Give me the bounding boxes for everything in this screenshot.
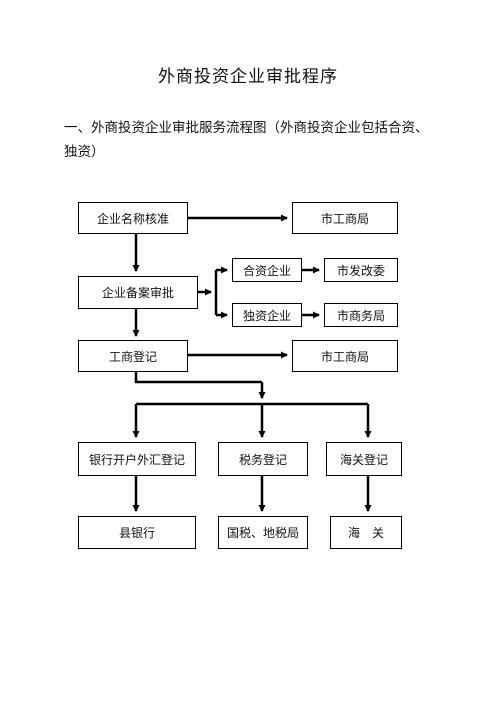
node-filing-review: 企业备案审批 (78, 276, 198, 309)
node-commerce-bureau: 市商务局 (324, 303, 398, 327)
node-sole-venture: 独资企业 (232, 303, 302, 327)
node-customs: 海 关 (330, 516, 402, 549)
node-bank-forex: 银行开户外汇登记 (78, 442, 196, 476)
node-customs-registration: 海关登记 (326, 442, 402, 476)
node-county-bank: 县银行 (78, 516, 196, 549)
node-tax-bureaus: 国税、地税局 (218, 516, 308, 549)
section-heading: 一、外商投资企业审批服务流程图（外商投资企业包括合资、独资） (64, 120, 429, 160)
node-aic-top: 市工商局 (292, 202, 398, 234)
node-ndrc: 市发改委 (324, 258, 398, 282)
node-tax-registration: 税务登记 (218, 442, 308, 476)
node-aic-mid: 市工商局 (292, 340, 398, 372)
node-name-approval: 企业名称核准 (78, 202, 188, 234)
connector-registration-down (134, 372, 262, 384)
node-business-registration: 工商登记 (78, 340, 188, 372)
page-title: 外商投资企业审批程序 (158, 67, 338, 87)
node-joint-venture: 合资企业 (232, 258, 302, 282)
